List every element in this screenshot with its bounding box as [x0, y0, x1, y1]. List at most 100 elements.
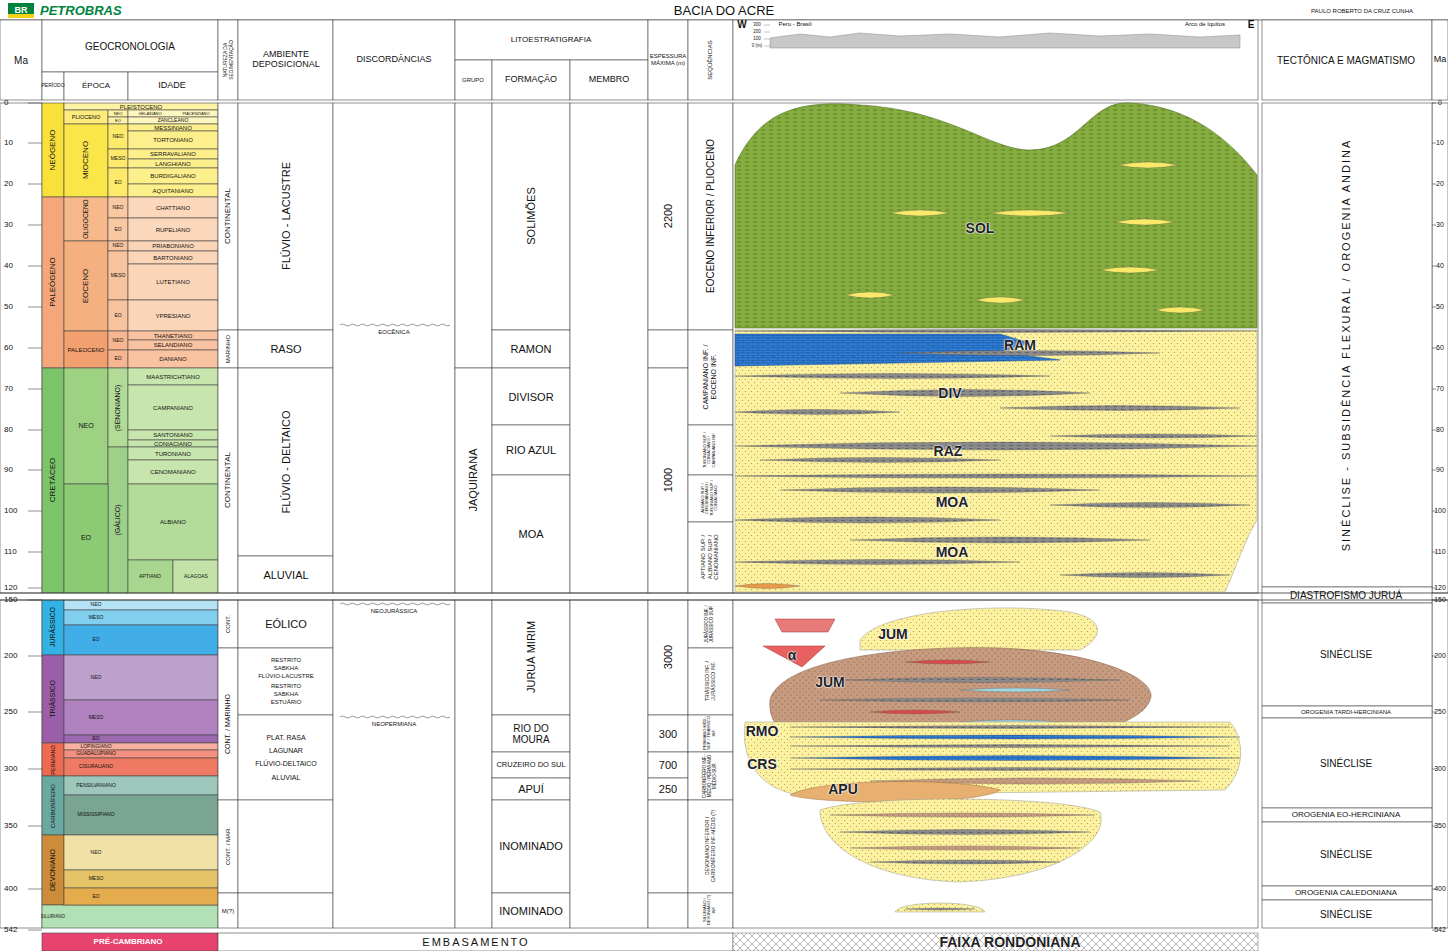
chart-label: 150 [4, 596, 17, 605]
formation-body: JUM [878, 625, 908, 643]
chart-label: PALEOCENO [68, 346, 105, 353]
chart-label: MAASTRICHTIANO [146, 373, 200, 380]
column-cell [648, 330, 688, 368]
geochronology-cell [64, 795, 218, 835]
chart-label: TECTÔNICA E MAGMATISMO [1277, 55, 1415, 66]
geochronology-cell [42, 368, 64, 593]
geochronology-cell [128, 447, 218, 460]
chart-label: 3000 [662, 645, 674, 669]
strata-lens [780, 487, 1100, 493]
strata-lens [735, 410, 900, 415]
chart-label: DANIANO [159, 356, 186, 363]
chart-label: Ma [1434, 55, 1447, 65]
devonian-body [820, 799, 1101, 882]
geochronology-cell [108, 110, 128, 117]
chart-label: 100 [753, 37, 761, 42]
unconformity-line [340, 324, 450, 326]
column-cell [492, 600, 570, 715]
column-cell [1262, 603, 1432, 706]
chart-label: APUÍ [518, 783, 544, 795]
chart-label: CAMPANIANO [153, 404, 193, 411]
column-cell [1262, 808, 1432, 822]
column-cell [492, 330, 570, 368]
juruamirim-eolian [860, 608, 1098, 650]
section-break [0, 593, 1448, 594]
chart-label: TRIÁSSICO INF. / JURÁSSICO INF. [705, 650, 716, 712]
chart-label: PRÉ-CAMBRIANO [94, 938, 163, 947]
geochronology-cell [128, 117, 218, 124]
chart-label: EÓLICO [265, 618, 307, 630]
column-cell [455, 600, 492, 928]
chart-label: 200 [4, 652, 17, 661]
geochronology-cell [64, 103, 218, 110]
strata-lens [790, 768, 1230, 771]
column-cell [648, 103, 688, 330]
chart-label: DISCORDÂNCIAS [356, 55, 431, 65]
strata-lens [790, 726, 1230, 729]
header-cell [455, 60, 492, 100]
header-cell [492, 60, 570, 100]
geochronology-cell [128, 241, 218, 251]
chart-label: PLAT. RASA [266, 734, 305, 742]
chart-label: EO [92, 894, 99, 900]
column-cell [238, 893, 333, 928]
chart-label: 250 [1434, 708, 1446, 716]
age-tick [28, 826, 42, 827]
stratigraphic-section [733, 103, 1258, 951]
chart-label: NEO [113, 134, 124, 140]
geochronology-cell [42, 103, 64, 197]
age-tick [1432, 225, 1436, 226]
chart-label: TORTONIANO [153, 137, 193, 144]
geochronology-cell [173, 560, 218, 593]
chart-label: ALUVIAL [272, 774, 301, 782]
age-tick [28, 225, 42, 226]
column-cell [218, 648, 238, 800]
chart-label: APTIANO [139, 574, 161, 580]
chart-label: CRETÁCEO [49, 458, 58, 502]
chart-label: MESO [89, 876, 104, 882]
magmatic-body [775, 619, 835, 632]
chart-label: NEO [114, 111, 123, 115]
chart-label: RIO DO MOURA [501, 723, 561, 745]
chart-label: SINÉCLISE - SUBSIDÊNCIA FLEXURAL / OROGE… [1340, 139, 1352, 552]
column-cell [1262, 822, 1432, 886]
chart-label: NEO [113, 243, 124, 249]
column-cell [570, 103, 648, 593]
section-break [0, 600, 1448, 601]
formation-body: CRS [747, 755, 777, 773]
formation-body: SOL [966, 219, 995, 237]
chart-label: NEO [91, 850, 102, 856]
strata-lens [960, 688, 1070, 692]
geochronology-cell [1432, 600, 1448, 928]
header-cell [333, 20, 455, 100]
header-cell [570, 60, 648, 100]
chart-label: 300 [4, 765, 17, 774]
geochronology-cell [64, 610, 218, 625]
cretaceous-sandstone [735, 330, 1257, 592]
column-cell [570, 600, 648, 928]
chart-label: ALAGOAS [184, 574, 208, 580]
chart-label: EO [92, 637, 99, 643]
chart-label: 80 [4, 426, 13, 435]
chart-label: 90 [1436, 466, 1444, 474]
geochronology-cell [128, 110, 218, 117]
strata-lens [850, 537, 1150, 543]
strata-lens [840, 678, 1120, 683]
strata-lens [905, 908, 975, 910]
chart-label: LANGHIANO [155, 160, 190, 167]
column-cell [1262, 900, 1432, 928]
geochronology-cell [128, 440, 218, 447]
geochronology-cell [42, 835, 64, 905]
geochronology-cell [128, 385, 218, 430]
chart-label: 350 [1434, 822, 1446, 830]
column-cell [688, 425, 733, 475]
geochronology-cell [42, 905, 218, 928]
column-cell [238, 715, 333, 800]
age-tick [1432, 143, 1436, 144]
geochronology-cell [128, 430, 218, 440]
chart-label: TRIÁSSICO [49, 680, 57, 718]
chart-label: THANETIANO [154, 332, 193, 339]
column-cell [238, 800, 333, 893]
geochronology-cell [108, 197, 128, 218]
unconformity-line [340, 716, 450, 718]
